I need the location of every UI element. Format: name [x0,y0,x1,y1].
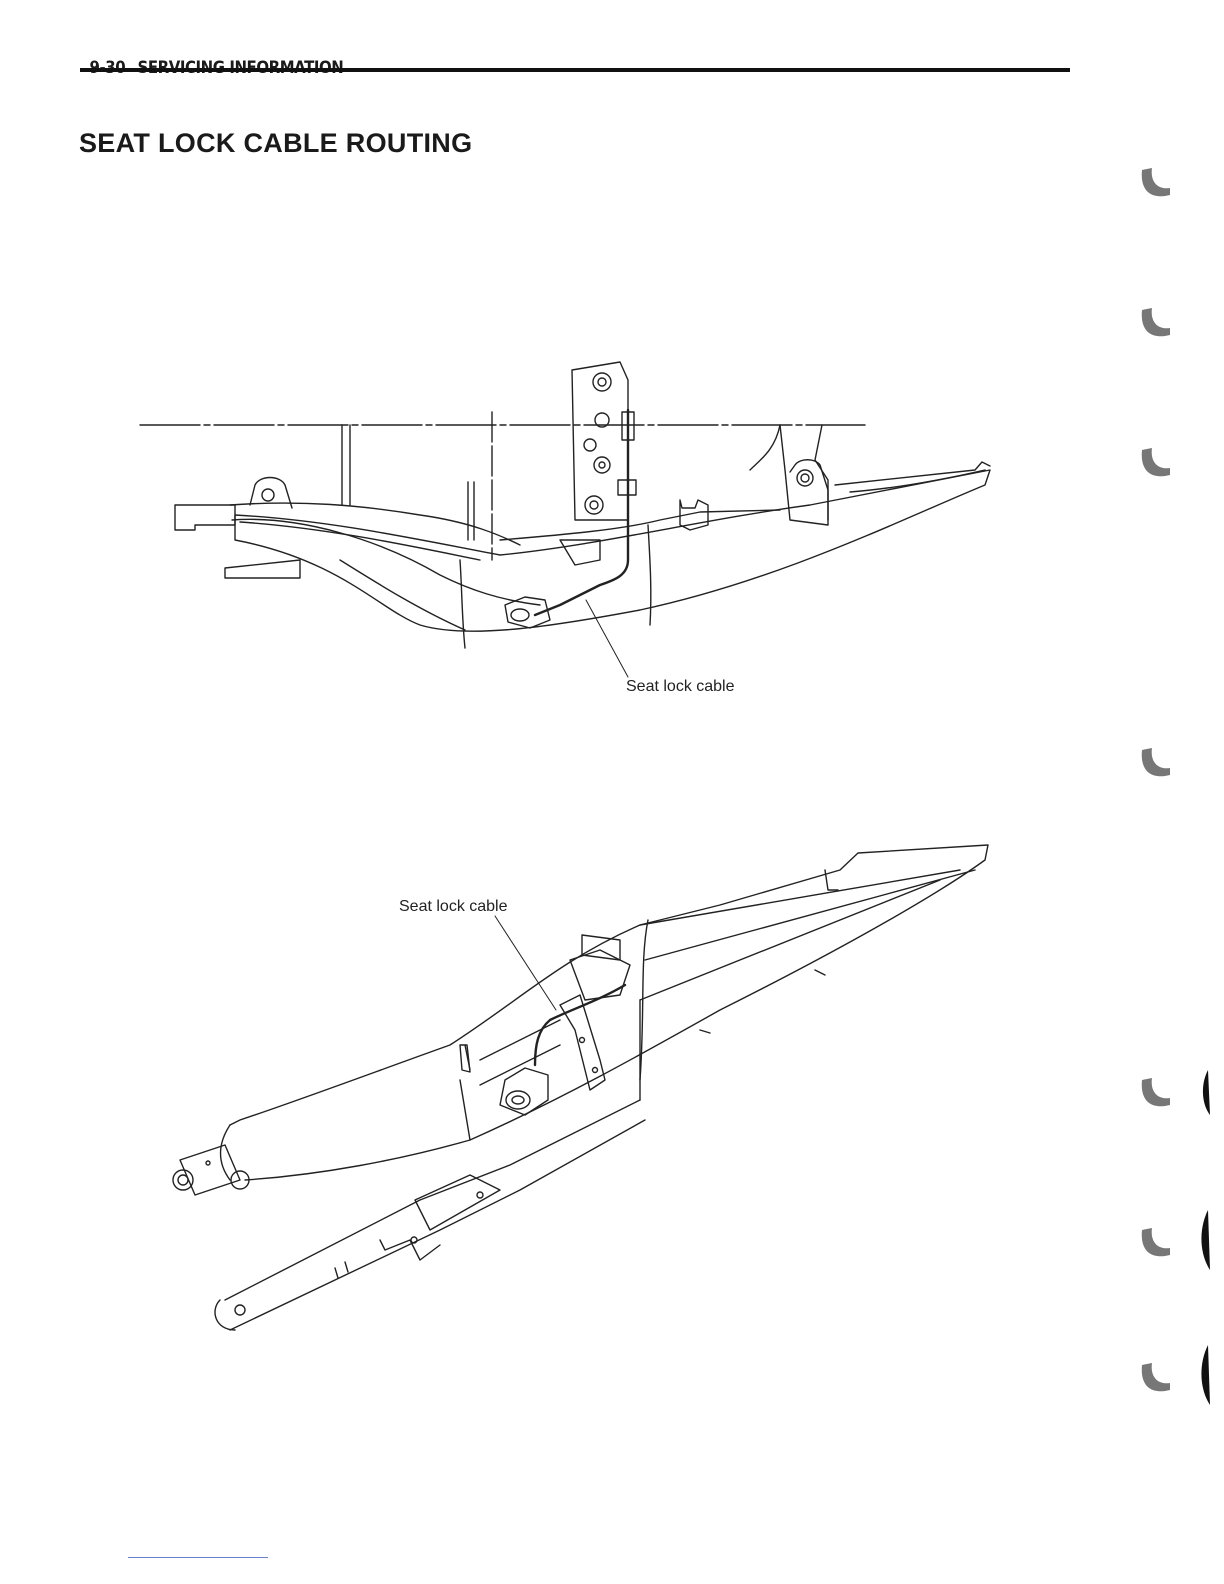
binder-tab-marks [1130,150,1210,1430]
footer-line [128,1557,268,1558]
bottom-callout-label: Seat lock cable [399,898,508,916]
